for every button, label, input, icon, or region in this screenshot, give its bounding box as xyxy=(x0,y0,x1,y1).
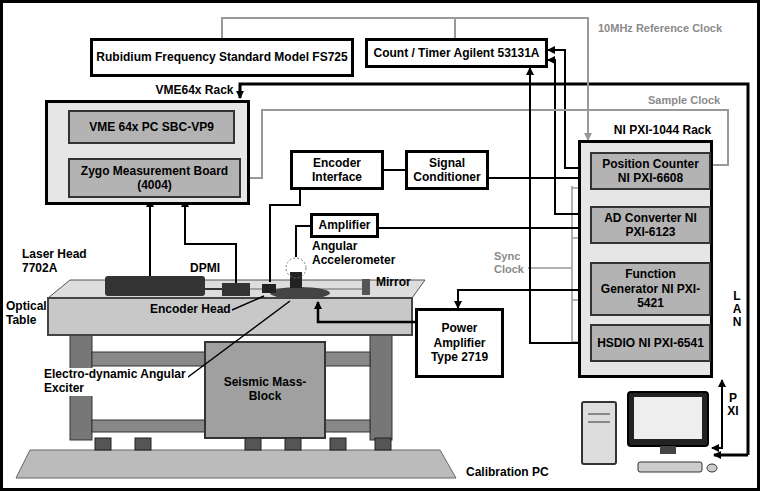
interface-box: Encoder Interface xyxy=(290,150,384,190)
measurement-board: Zygo Measurement Board (4004) xyxy=(68,158,241,198)
lan-line xyxy=(240,84,748,455)
clock-connector xyxy=(222,18,588,140)
signal-line xyxy=(185,200,236,283)
accelerometer-marker xyxy=(286,258,306,278)
part-label: Electro-dynamic Angular Exciter xyxy=(42,368,188,396)
box-label: Amplifier xyxy=(315,218,373,232)
table-front xyxy=(48,298,412,335)
box-label: Zygo Measurement Board (4004) xyxy=(70,164,239,193)
box-label: HSDIO NI PXI-6541 xyxy=(594,336,707,350)
accelerometer-cable xyxy=(296,226,310,257)
power-amplifier-box: Power Amplifier Type 2719 xyxy=(415,308,504,378)
part-label: DPMI xyxy=(190,262,220,276)
part-label: Optical Table xyxy=(6,300,64,328)
box-label: Position Counter NI PXI-6608 xyxy=(592,157,709,186)
laser-beam xyxy=(205,288,222,290)
box-label: Count / Timer Agilent 53131A xyxy=(370,46,542,60)
angular-exciter xyxy=(270,287,330,299)
conditioner-box: Signal Conditioner xyxy=(405,150,489,190)
mirror xyxy=(362,279,370,295)
accelerometer xyxy=(290,272,302,288)
computer-board: VME 64x PC SBC-VP9 xyxy=(68,110,235,144)
calibration-pc xyxy=(582,392,717,472)
table-leg xyxy=(370,335,392,440)
rack-heading: NI PXI-1044 Rack xyxy=(614,123,711,137)
module-box: AD Converter NI PXI-6123 xyxy=(590,206,711,244)
part-label: Calibration PC xyxy=(466,466,549,480)
dpmi-interferometer xyxy=(222,283,250,296)
box-label: Encoder Interface xyxy=(293,156,381,185)
box-label: Function Generator NI PXI-5421 xyxy=(592,267,709,310)
floor xyxy=(16,450,456,478)
leader-line xyxy=(232,296,264,310)
pxi-link xyxy=(712,380,722,448)
clock-connector xyxy=(222,18,455,38)
box-label: Signal Conditioner xyxy=(408,156,486,185)
drive-line xyxy=(318,302,415,322)
part-label: Angular Accelerometer xyxy=(312,240,392,268)
part-label: Laser Head 7702A xyxy=(22,248,102,276)
bus-label: LAN xyxy=(731,290,743,330)
isolator-feet xyxy=(95,438,391,450)
rack-box: VME64x RackVME 64x PC SBC-VP9Zygo Measur… xyxy=(45,100,250,205)
encoder-head xyxy=(262,284,276,293)
module-box: Function Generator NI PXI-5421 xyxy=(590,262,711,316)
signal-connector xyxy=(379,227,590,229)
part-label: Mirror xyxy=(376,276,411,290)
part-label: Seismic Mass-Block xyxy=(212,376,318,404)
box-label: AD Converter NI PXI-6123 xyxy=(592,211,709,240)
lan-line xyxy=(714,454,748,457)
signal-connector xyxy=(384,169,405,171)
clock-label: Sync Clock xyxy=(494,250,530,275)
laser-head xyxy=(105,276,205,296)
box-label: VME 64x PC SBC-VP9 xyxy=(86,120,217,134)
signal-connector xyxy=(489,177,590,179)
amplifier-box: Amplifier xyxy=(310,213,379,238)
module-box: HSDIO NI PXI-6541 xyxy=(590,324,711,362)
clock-label: 10MHz Reference Clock xyxy=(598,22,722,35)
seismic-block xyxy=(205,342,325,438)
box-label: Rubidium Frequency Standard Model FS725 xyxy=(93,50,350,64)
box-label: Power Amplifier Type 2719 xyxy=(418,321,501,364)
bus-label: PXI xyxy=(727,392,739,418)
signal-line xyxy=(149,200,151,276)
rack-box: NI PXI-1044 RackPosition Counter NI PXI-… xyxy=(578,140,713,378)
counter-box: Count / Timer Agilent 53131A xyxy=(365,38,548,68)
frequency-standard: Rubidium Frequency Standard Model FS725 xyxy=(90,38,354,77)
module-box: Position Counter NI PXI-6608 xyxy=(590,152,711,190)
rack-heading: VME64x Rack xyxy=(155,83,233,97)
signal-connector xyxy=(458,290,590,308)
part-label: Encoder Head xyxy=(150,303,231,317)
clock-label: Sample Clock xyxy=(648,94,720,107)
